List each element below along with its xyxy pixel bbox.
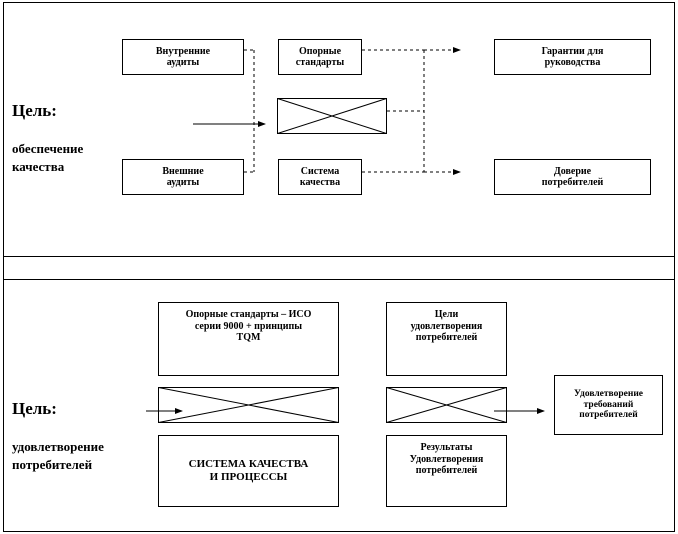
goal-text-2: удовлетворение потребителей [12, 439, 104, 472]
panel-customer-satisfaction [3, 279, 675, 532]
goal-customer-satisfaction: Цель: удовлетворение потребителей [12, 380, 104, 473]
dashed-connectors [244, 49, 425, 173]
box-quality-processes: СИСТЕМА КАЧЕСТВА И ПРОЦЕССЫ [158, 435, 339, 507]
goal-word-2: Цель: [12, 398, 57, 418]
box-external-audits: Внешние аудиты [122, 159, 244, 195]
cross-box-2-right [386, 387, 507, 423]
goal-word: Цель [12, 100, 52, 120]
box-requirements-satisfaction: Удовлетворение требований потребителей [554, 375, 663, 435]
box-standards-iso: Опорные стандарты – ИСО серии 9000 + при… [158, 302, 339, 376]
cross-box-2-left [158, 387, 339, 423]
cross-box-1 [277, 98, 387, 134]
goal-quality-assurance: Цель: обеспечение качества [12, 82, 83, 175]
box-quality-system: Система качества [278, 159, 362, 195]
box-consumer-trust: Доверие потребителей [494, 159, 651, 195]
box-internal-audits: Внутренние аудиты [122, 39, 244, 75]
box-satisfaction-goals: Цели удовлетворения потребителей [386, 302, 507, 376]
box-guarantees: Гарантии для руководства [494, 39, 651, 75]
box-satisfaction-results: Результаты Удовлетворения потребителей [386, 435, 507, 507]
goal-text: обеспечение качества [12, 141, 84, 174]
box-reference-standards: Опорные стандарты [278, 39, 362, 75]
goal-colon: : [51, 100, 57, 120]
